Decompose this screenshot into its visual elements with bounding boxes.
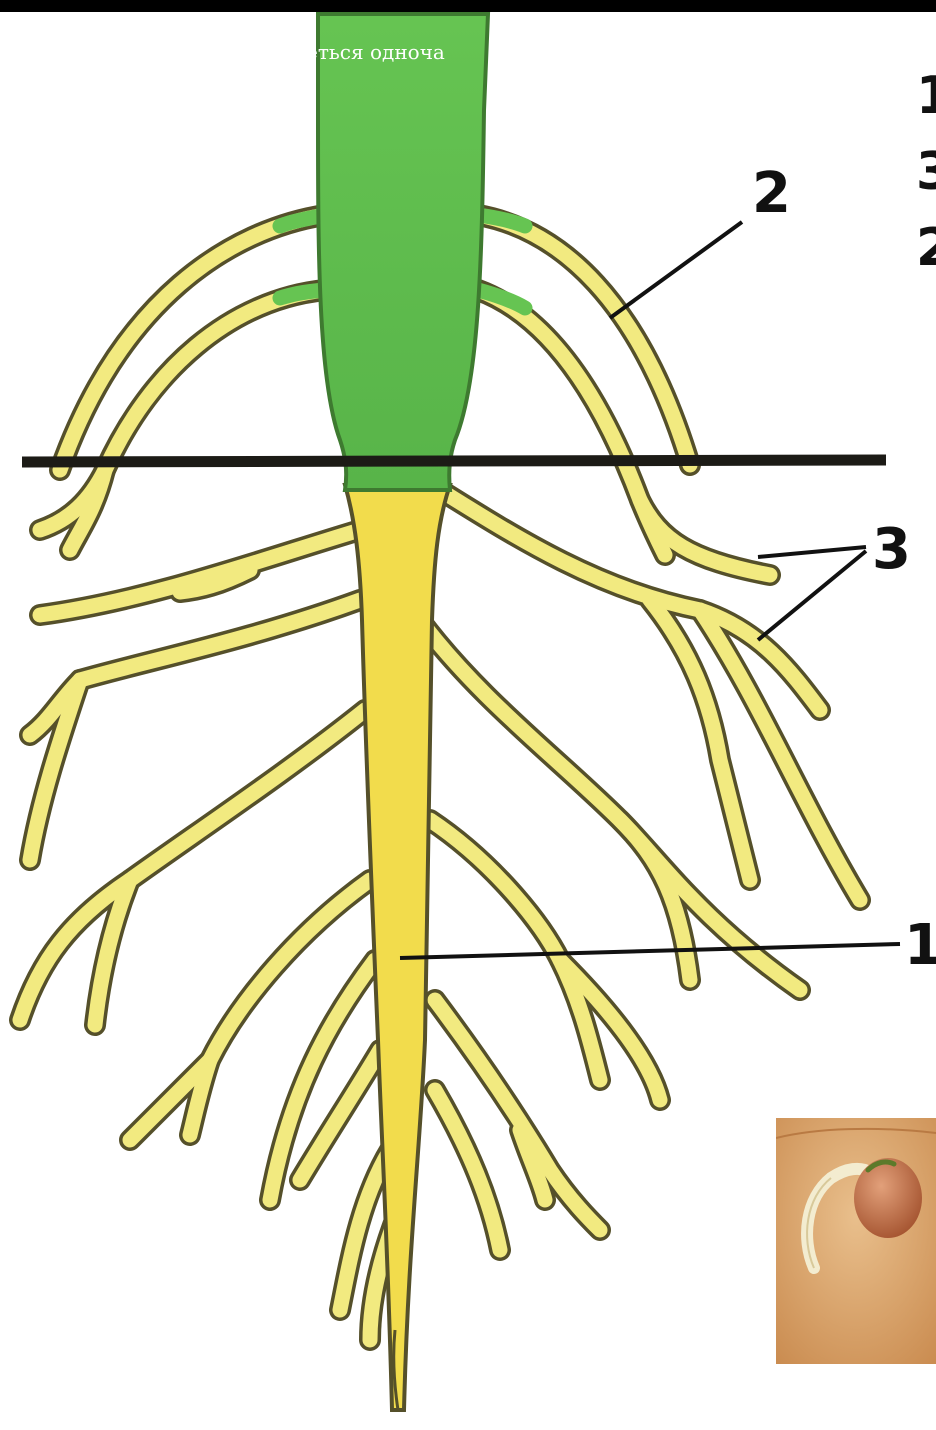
leader-3b [758,551,866,640]
side-item-1: 1 [916,70,936,122]
label-1: 1 [904,918,936,974]
lateral-roots [20,490,860,1340]
seed-sprout-photo [776,1118,936,1364]
leader-3a [758,547,866,557]
soil-line [22,460,886,462]
label-3: 3 [872,522,911,578]
leader-1 [400,944,900,958]
side-item-3: 2 [916,222,936,274]
stem [318,14,488,490]
leader-2 [610,222,742,318]
overlay-caption: еться одноча [306,40,486,64]
label-2: 2 [752,166,791,222]
side-item-2: 3 [916,146,936,198]
